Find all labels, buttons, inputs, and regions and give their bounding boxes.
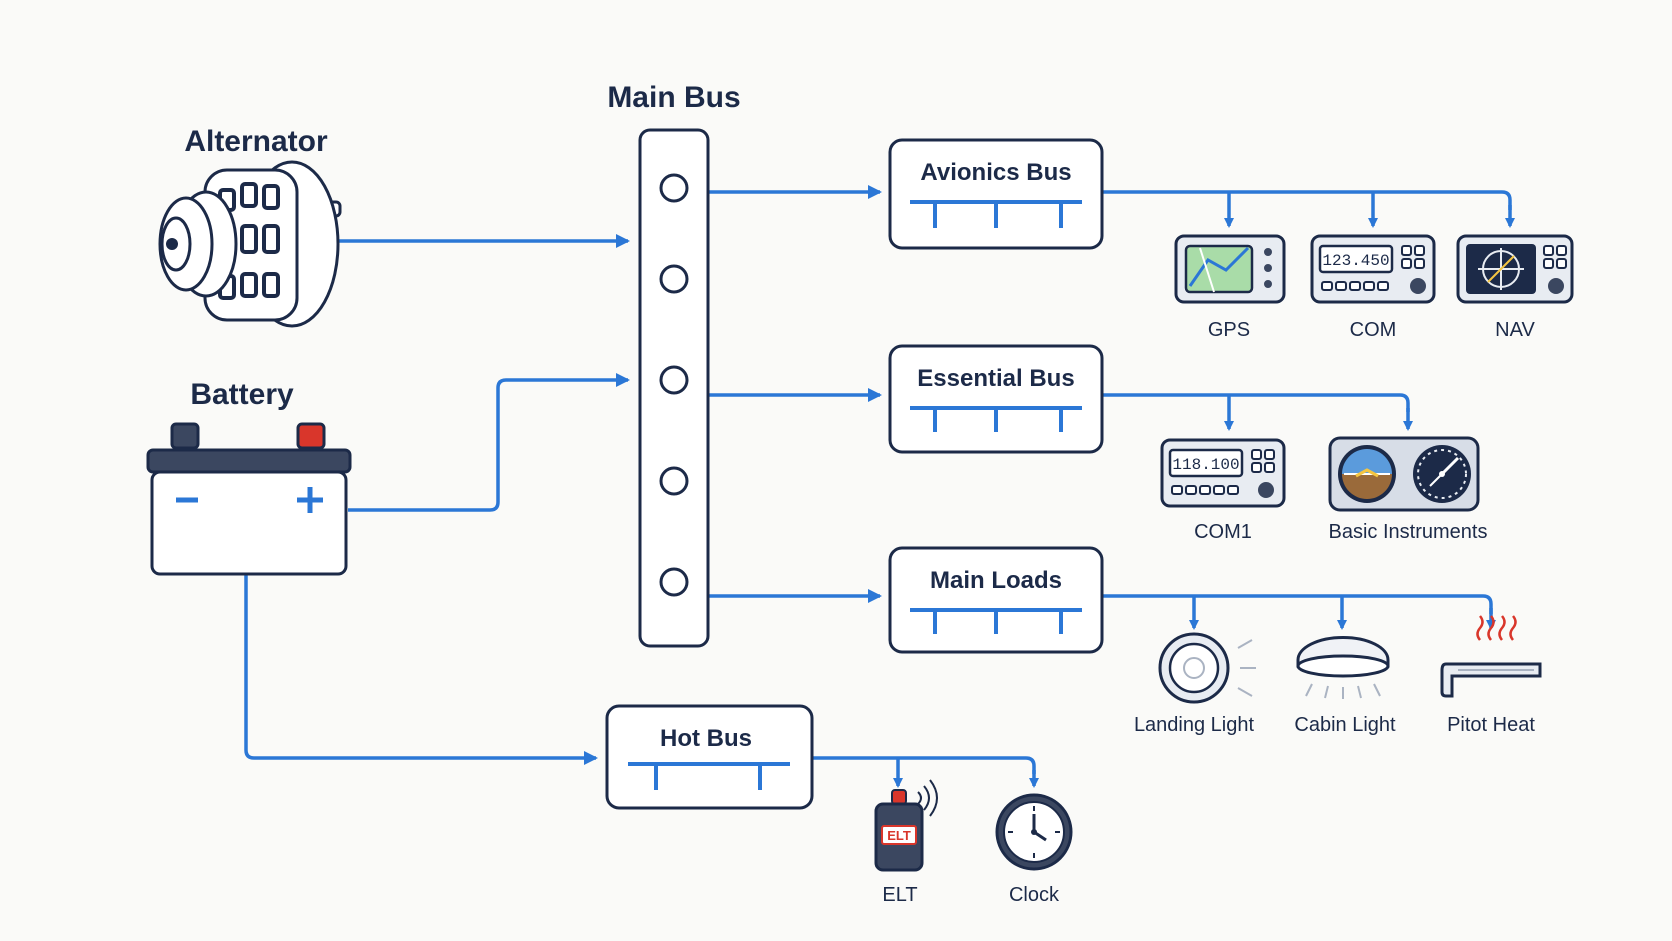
com1-label: COM1 xyxy=(1194,521,1252,543)
wire-battery-to-main-bus xyxy=(348,373,630,512)
cabin-light-icon xyxy=(1296,636,1390,699)
basic-instruments-label: Basic Instruments xyxy=(1329,521,1488,543)
wire-avionics-feed xyxy=(1102,190,1512,210)
com-label: COM xyxy=(1350,319,1397,341)
main-bus-label: Main Bus xyxy=(607,81,740,114)
landing-light-icon xyxy=(1158,632,1256,704)
main-bus-bar xyxy=(638,128,710,648)
wires xyxy=(244,185,1515,788)
essential-bus-box: Essential Bus xyxy=(888,344,1104,454)
clock-label: Clock xyxy=(1009,884,1060,906)
hot-bus-label: Hot Bus xyxy=(660,725,752,752)
pitot-heat-label: Pitot Heat xyxy=(1447,714,1535,736)
clock-icon xyxy=(995,793,1073,871)
hot-bus-box: Hot Bus xyxy=(605,704,814,810)
main-loads-label: Main Loads xyxy=(930,567,1062,594)
battery-label: Battery xyxy=(190,378,294,411)
elt-tag: ELT xyxy=(887,828,911,843)
avionics-bus-label: Avionics Bus xyxy=(920,159,1071,186)
essential-bus-label: Essential Bus xyxy=(917,365,1074,392)
alternator-icon xyxy=(158,160,342,328)
main-bus-terminal xyxy=(659,264,689,294)
main-bus-terminal xyxy=(659,466,689,496)
com1-radio-icon: 118.100 xyxy=(1160,438,1286,508)
nav-label: NAV xyxy=(1495,319,1535,341)
nav-instrument-icon xyxy=(1456,234,1574,304)
gps-icon xyxy=(1174,234,1286,304)
gps-label: GPS xyxy=(1208,319,1250,341)
elt-icon: ELT xyxy=(874,779,938,872)
basic-instruments-icon xyxy=(1328,436,1480,512)
landing-light-label: Landing Light xyxy=(1134,714,1255,736)
main-bus-terminal xyxy=(659,567,689,597)
com1-frequency-display: 118.100 xyxy=(1172,456,1239,474)
main-bus-terminal xyxy=(659,365,689,395)
wire-main-loads-feed xyxy=(1102,594,1493,614)
com-radio-icon: 123.450 xyxy=(1310,234,1436,304)
alternator-label: Alternator xyxy=(184,125,328,158)
wire-hot-feed xyxy=(812,756,1036,774)
avionics-bus-box: Avionics Bus xyxy=(888,138,1104,250)
cabin-light-label: Cabin Light xyxy=(1294,714,1396,736)
main-loads-box: Main Loads xyxy=(888,546,1104,654)
elt-label: ELT xyxy=(882,884,917,906)
pitot-heat-icon xyxy=(1440,615,1542,698)
com-frequency-display: 123.450 xyxy=(1322,252,1389,270)
main-bus-terminal xyxy=(659,173,689,203)
wire-essential-feed xyxy=(1102,393,1410,412)
wire-battery-to-hot-bus xyxy=(244,574,598,765)
battery-icon xyxy=(146,422,352,576)
